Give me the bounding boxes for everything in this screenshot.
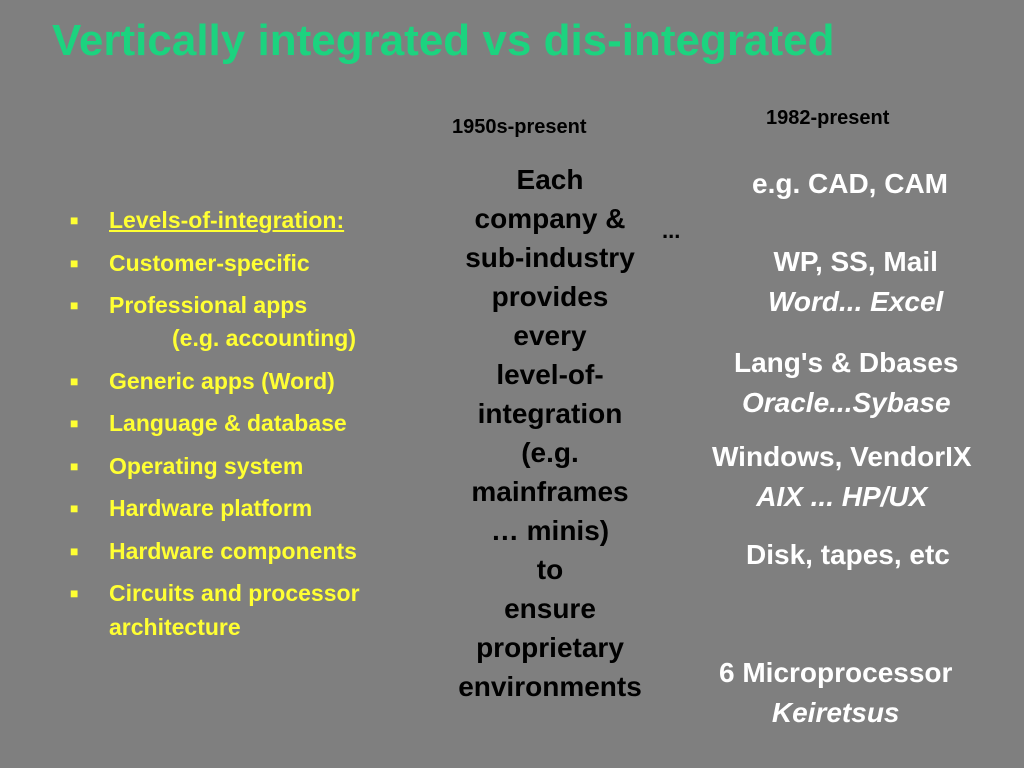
list-item-label: Customer-specific xyxy=(109,249,310,276)
list-item-label: Professional apps xyxy=(109,292,308,318)
bullet-square-icon: ■ xyxy=(70,500,79,516)
description-line: Each xyxy=(516,164,584,195)
right-item-os: Windows, VendorIX AIX ... HP/UX xyxy=(712,437,972,517)
list-item-sublabel: (e.g. accounting) xyxy=(172,325,356,351)
right-item-cad: e.g. CAD, CAM xyxy=(752,164,948,204)
list-item: ■ Customer-specific xyxy=(70,246,430,280)
description-line: (e.g. xyxy=(521,437,579,468)
list-item: ■ Circuits and processor architecture xyxy=(70,576,430,644)
list-item-label: Hardware components xyxy=(109,537,357,564)
bullet-square-icon: ■ xyxy=(70,254,79,271)
bullet-square-icon: ■ xyxy=(70,542,79,559)
bullet-square-icon: ■ xyxy=(70,457,79,474)
right-item-label: WP, SS, Mail xyxy=(773,246,938,277)
slide-title: Vertically integrated vs dis-integrated xyxy=(52,16,835,65)
ellipsis-mark: ... xyxy=(662,218,681,243)
era-label-vertical: 1950s-present xyxy=(452,116,587,138)
bullet-square-icon: ■ xyxy=(70,297,79,313)
list-item: ■ Professional apps (e.g. accounting) xyxy=(70,288,430,355)
list-item-label: Circuits and processor xyxy=(109,580,360,606)
right-item-example: AIX ... HP/UX xyxy=(756,481,928,512)
right-item-micro: 6 Microprocessor Keiretsus xyxy=(719,653,952,733)
description-line: every xyxy=(513,320,587,351)
list-item: ■ Levels-of-integration: xyxy=(70,203,430,237)
vertical-integration-description: Each company & sub-industry provides eve… xyxy=(436,160,664,706)
list-item: ■ Language & database xyxy=(70,406,430,440)
description-line: environments xyxy=(458,671,642,702)
bullet-square-icon: ■ xyxy=(70,415,79,431)
description-line: to xyxy=(536,554,564,585)
right-item-label: Disk, tapes, etc xyxy=(746,539,950,570)
list-item-label: Language & database xyxy=(109,410,347,436)
levels-heading: Levels-of-integration: xyxy=(109,207,345,233)
description-line: proprietary xyxy=(476,632,624,663)
list-item-label: Generic apps (Word) xyxy=(109,367,335,394)
description-line: sub-industry xyxy=(465,242,635,273)
description-line: company & xyxy=(474,203,626,234)
description-line: … minis) xyxy=(490,515,610,546)
list-item-label: Operating system xyxy=(109,452,304,479)
levels-list: ■ Levels-of-integration: ■ Customer-spec… xyxy=(70,203,430,653)
description-line: ensure xyxy=(504,593,596,624)
description-line: mainframes xyxy=(471,476,629,507)
right-item-lang: Lang's & Dbases Oracle...Sybase xyxy=(734,343,959,423)
description-line: level-of- xyxy=(496,359,604,390)
list-item-sublabel: architecture xyxy=(109,614,241,640)
right-item-label: 6 Microprocessor xyxy=(719,657,953,688)
bullet-square-icon: ■ xyxy=(70,212,79,228)
list-item: ■ Hardware platform xyxy=(70,491,430,525)
description-line: provides xyxy=(491,281,609,312)
right-item-label: Lang's & Dbases xyxy=(734,347,959,378)
list-item: ■ Operating system xyxy=(70,449,430,483)
right-item-wp: WP, SS, Mail Word... Excel xyxy=(768,242,943,322)
bullet-square-icon: ■ xyxy=(70,372,79,389)
era-label-disintegrated: 1982-present xyxy=(766,107,890,129)
right-item-label: e.g. CAD, CAM xyxy=(752,168,948,199)
right-item-disk: Disk, tapes, etc xyxy=(746,535,950,575)
description-line: integration xyxy=(477,398,623,429)
list-item: ■ Hardware components xyxy=(70,534,430,568)
list-item: ■ Generic apps (Word) xyxy=(70,364,430,398)
right-item-example: Word... Excel xyxy=(768,286,944,317)
bullet-square-icon: ■ xyxy=(70,585,79,601)
right-item-example: Keiretsus xyxy=(771,697,900,728)
right-item-example: Oracle...Sybase xyxy=(741,387,951,418)
list-item-label: Hardware platform xyxy=(109,495,313,521)
right-item-label: Windows, VendorIX xyxy=(712,441,972,472)
